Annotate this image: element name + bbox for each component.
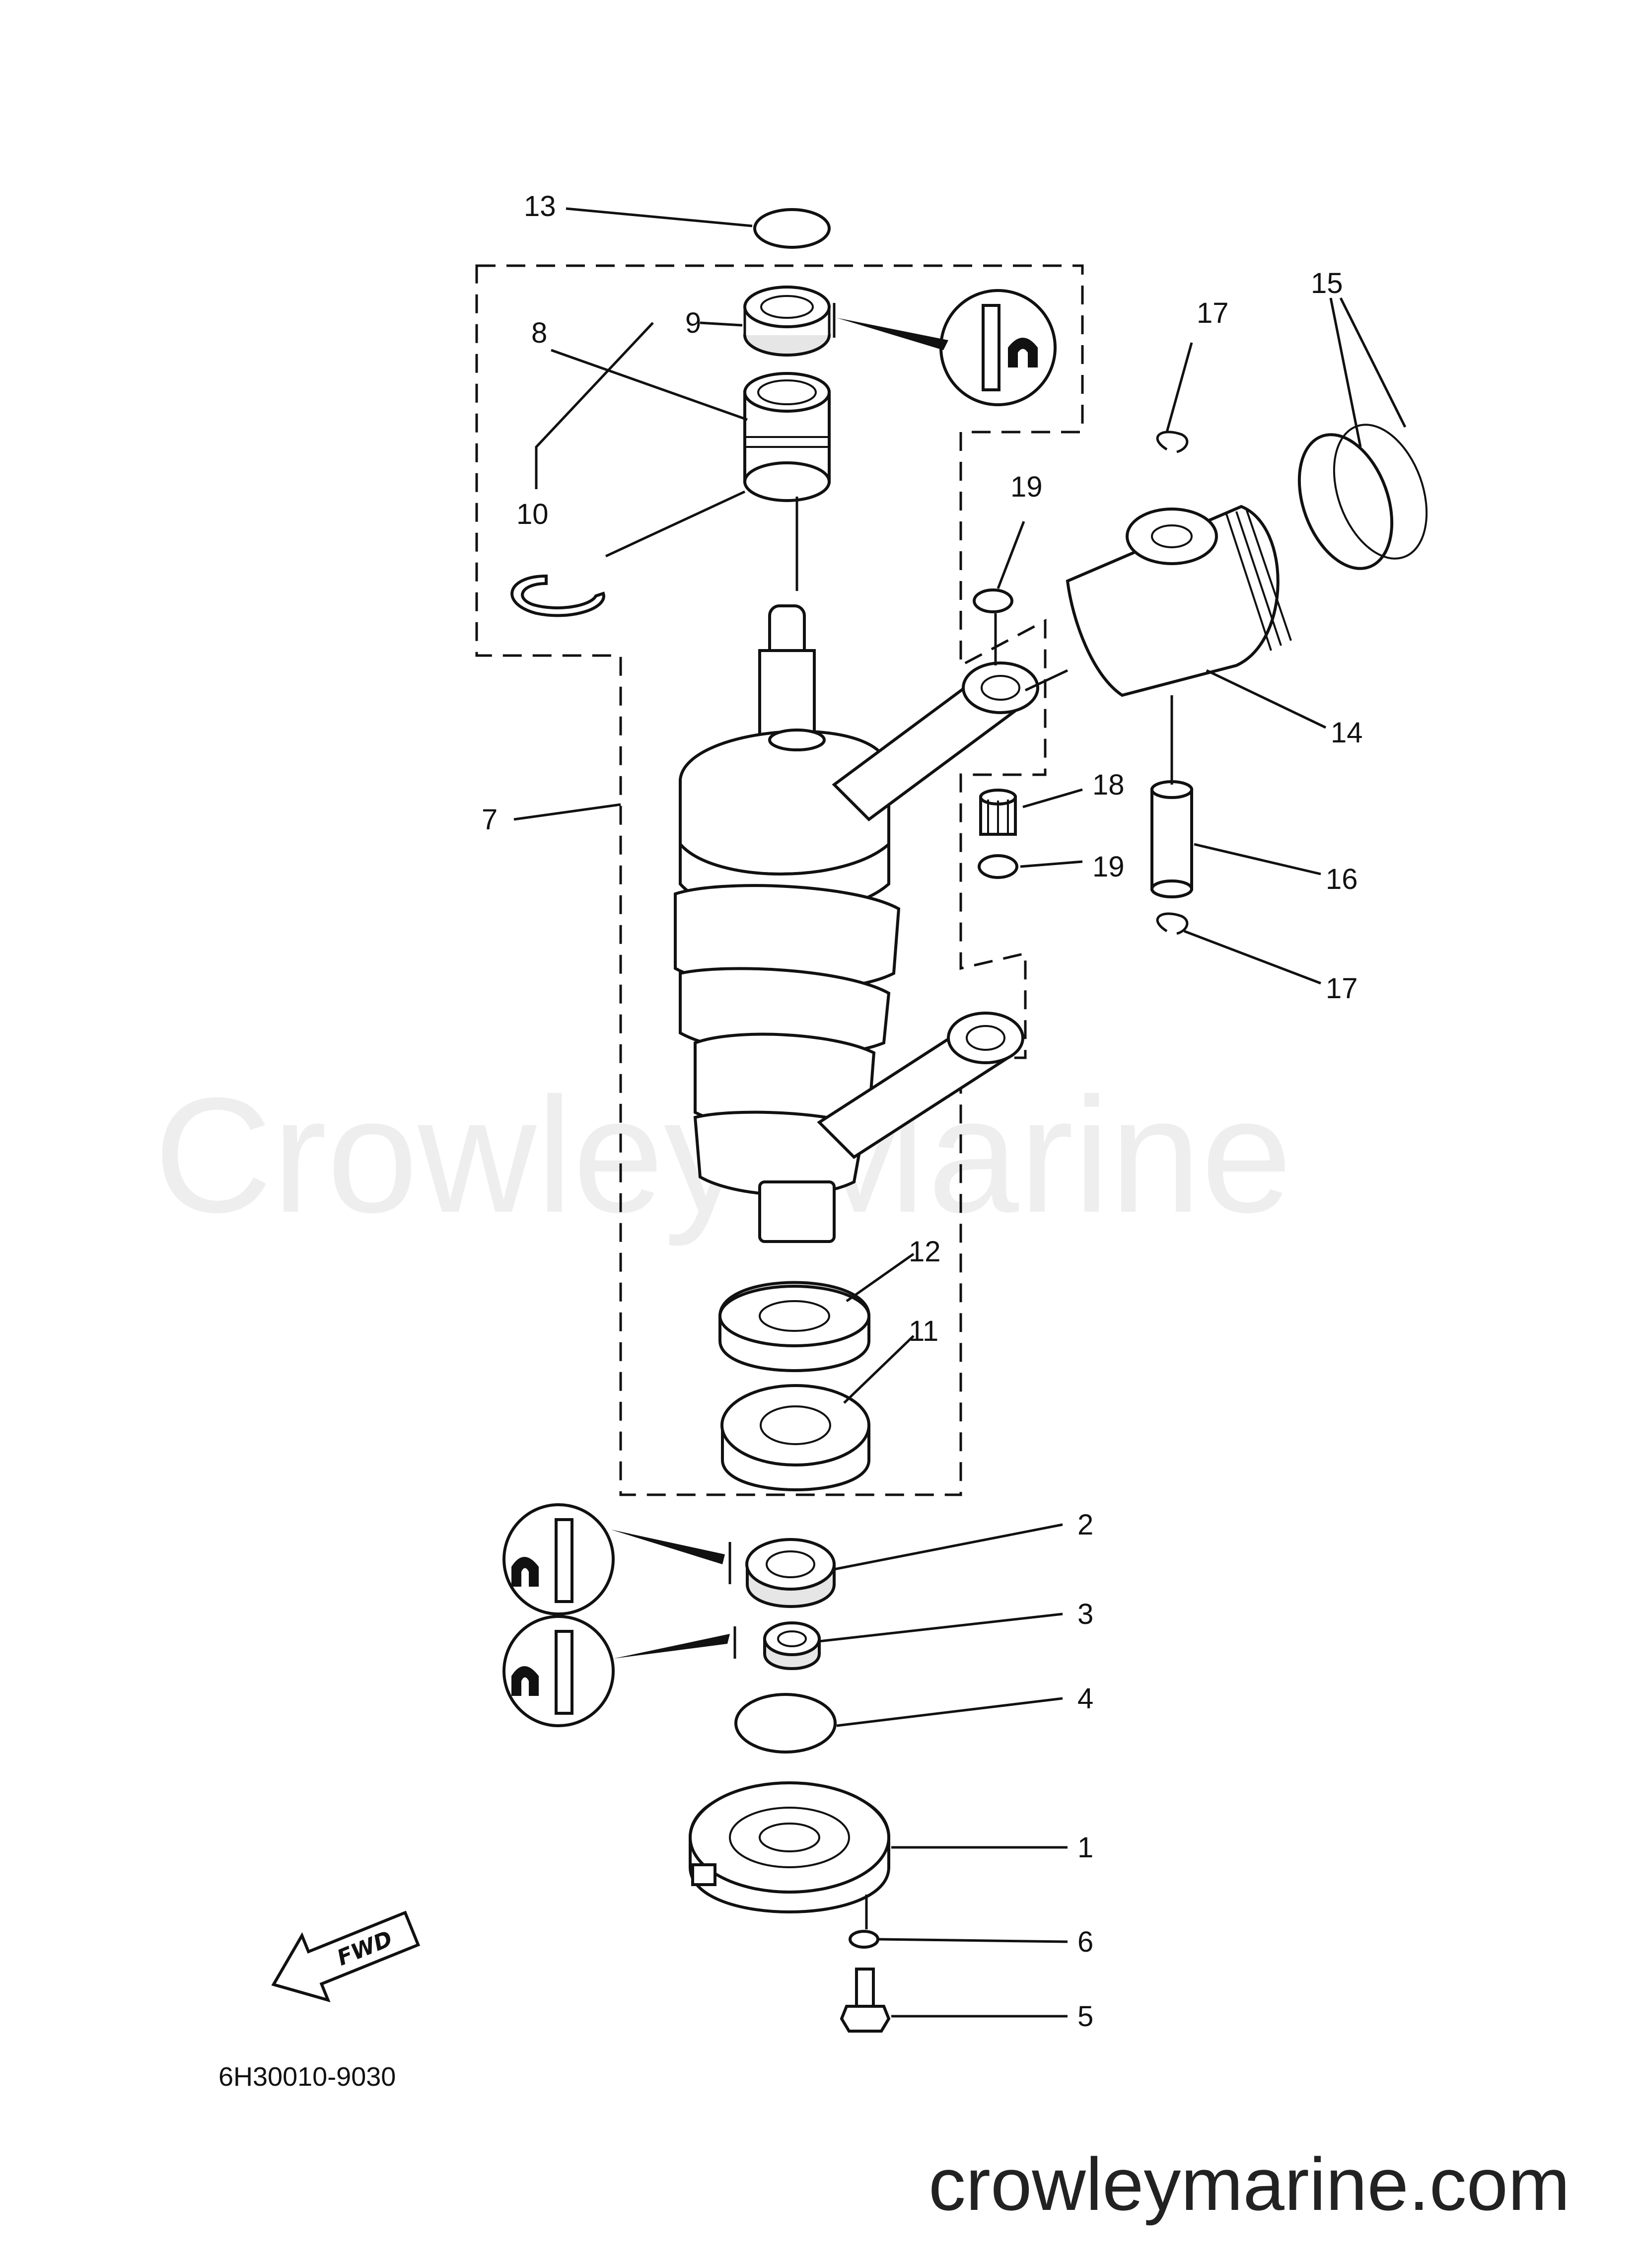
callout-12: 12: [909, 1236, 941, 1268]
bearing-11[interactable]: [720, 1384, 870, 1491]
callout-7: 7: [482, 804, 498, 836]
seal-12[interactable]: [718, 1281, 870, 1372]
circlip-10[interactable]: [510, 574, 605, 617]
callout-17-lower: 17: [1326, 972, 1358, 1005]
crankshaft-7[interactable]: [674, 604, 901, 1243]
piston-14[interactable]: [1066, 505, 1292, 697]
callout-4: 4: [1077, 1683, 1093, 1715]
callout-8: 8: [531, 317, 547, 349]
callout-18: 18: [1092, 769, 1125, 801]
callout-3: 3: [1077, 1598, 1093, 1630]
washer-6[interactable]: [849, 1930, 879, 1949]
callout-2: 2: [1077, 1509, 1093, 1541]
leader-grease-mid: [611, 1530, 725, 1564]
oil-seal-9[interactable]: [743, 286, 831, 357]
oil-seal-2[interactable]: [745, 1538, 836, 1608]
callout-labels: 1 2 3 4 5 6 7 8 9 10 11 12 13 14 15 16 1…: [482, 190, 1363, 2033]
callout-19-lower: 19: [1092, 851, 1125, 883]
grease-applicator-icon: [502, 1503, 615, 1615]
connecting-rod-lower[interactable]: [817, 1012, 1024, 1159]
piston-pin-16[interactable]: [1150, 780, 1193, 898]
washer-19-lower[interactable]: [978, 854, 1018, 879]
callout-15: 15: [1311, 267, 1343, 299]
callout-9: 9: [685, 307, 701, 339]
callout-5: 5: [1077, 2000, 1093, 2033]
callout-6: 6: [1077, 1926, 1093, 1958]
callout-11: 11: [909, 1315, 938, 1347]
callout-16: 16: [1326, 863, 1358, 895]
housing-1[interactable]: [689, 1781, 890, 1913]
callout-17-upper: 17: [1197, 297, 1229, 329]
leader-grease-low: [613, 1634, 730, 1659]
diagram-code: 6H30010-9030: [218, 2062, 396, 2092]
callout-19-upper: 19: [1010, 471, 1043, 503]
callout-10: 10: [516, 498, 549, 530]
connecting-rod-upper[interactable]: [832, 661, 1039, 821]
fwd-arrow-icon: FWD: [271, 1910, 421, 2002]
clip-17-upper[interactable]: [1156, 431, 1189, 453]
callout-14: 14: [1331, 717, 1363, 749]
callout-13: 13: [524, 190, 556, 222]
washer-19-upper[interactable]: [973, 588, 1013, 613]
assembly-boundary: [475, 264, 1084, 1496]
bearing-8[interactable]: [743, 372, 831, 502]
oil-seal-3[interactable]: [763, 1621, 821, 1670]
o-ring-4[interactable]: [734, 1693, 837, 1754]
leader-grease-top: [837, 318, 948, 350]
clip-17-lower[interactable]: [1156, 912, 1189, 935]
leader-lines: [513, 207, 1407, 2018]
piston-ring-15a[interactable]: [1282, 422, 1409, 581]
grease-applicator-icon: [939, 289, 1057, 406]
needle-bearing-18[interactable]: [979, 789, 1017, 836]
site-url[interactable]: crowleymarine.com: [928, 2142, 1570, 2226]
o-ring-13[interactable]: [753, 208, 831, 249]
grease-applicator-icon: [502, 1615, 615, 1727]
bolt-5[interactable]: [840, 1968, 891, 2033]
callout-1: 1: [1077, 1831, 1093, 1864]
